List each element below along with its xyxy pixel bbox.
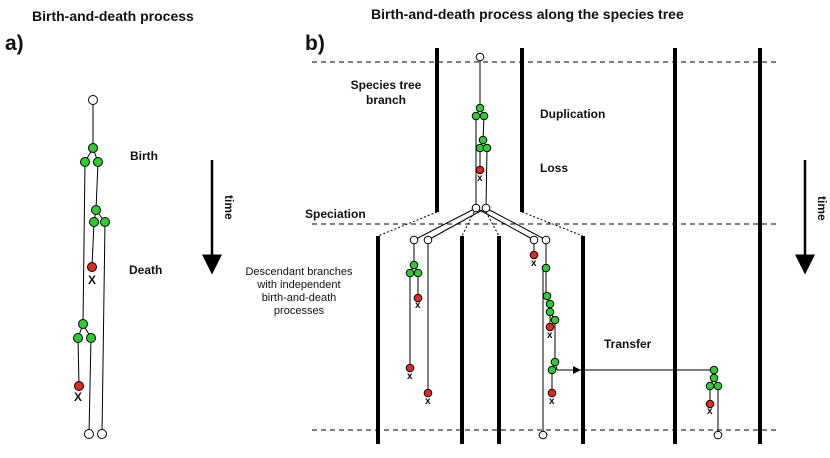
birth-node xyxy=(78,319,88,329)
loss-mark: X xyxy=(88,273,97,287)
leaf-node xyxy=(84,429,94,439)
panel-label-b: b) xyxy=(305,32,325,55)
left-nodes xyxy=(73,95,110,439)
parent-nodes xyxy=(471,52,492,213)
birth-node xyxy=(88,143,98,153)
loss-mark: x xyxy=(415,300,421,311)
time-label-right: time xyxy=(815,196,829,221)
root-node xyxy=(88,95,98,105)
birth-node xyxy=(100,217,110,227)
left-child-nodes xyxy=(405,235,433,398)
birth-node xyxy=(91,205,101,215)
death-label: Death xyxy=(129,263,163,277)
loss-mark: x xyxy=(407,371,413,382)
birth-label: Birth xyxy=(130,149,158,163)
species-branch-label: Species tree branch xyxy=(350,78,422,107)
panel-label-a: a) xyxy=(5,32,24,55)
loss-mark: x xyxy=(425,396,431,407)
loss-mark: x xyxy=(531,258,537,269)
right-child-nodes xyxy=(529,235,560,440)
leaf-node xyxy=(97,429,107,439)
birth-node xyxy=(89,217,99,227)
far-right-nodes xyxy=(705,365,723,440)
birth-node xyxy=(73,333,83,343)
time-label-left: time xyxy=(222,195,236,220)
speciation-label: Speciation xyxy=(305,207,366,221)
right-title: Birth-and-death process along the specie… xyxy=(371,6,684,22)
loss-mark: x xyxy=(549,396,555,407)
descendant-branches-label: Descendant branches with independent bir… xyxy=(245,266,353,317)
loss-label: Loss xyxy=(540,161,569,175)
death-node xyxy=(87,262,97,272)
transfer-label: Transfer xyxy=(604,337,652,351)
dashed-guides xyxy=(312,61,780,431)
left-title: Birth-and-death process xyxy=(32,8,194,24)
loss-mark: x xyxy=(477,173,483,184)
loss-mark: X xyxy=(74,390,83,404)
loss-mark: x xyxy=(707,406,713,417)
speciation-funnel xyxy=(377,211,584,237)
birth-node xyxy=(93,157,103,167)
birth-node xyxy=(80,157,90,167)
loss-mark: x xyxy=(547,330,553,341)
birth-node xyxy=(86,333,96,343)
death-node xyxy=(74,381,84,391)
species-tree-branches xyxy=(376,48,762,444)
duplication-label: Duplication xyxy=(540,107,606,121)
